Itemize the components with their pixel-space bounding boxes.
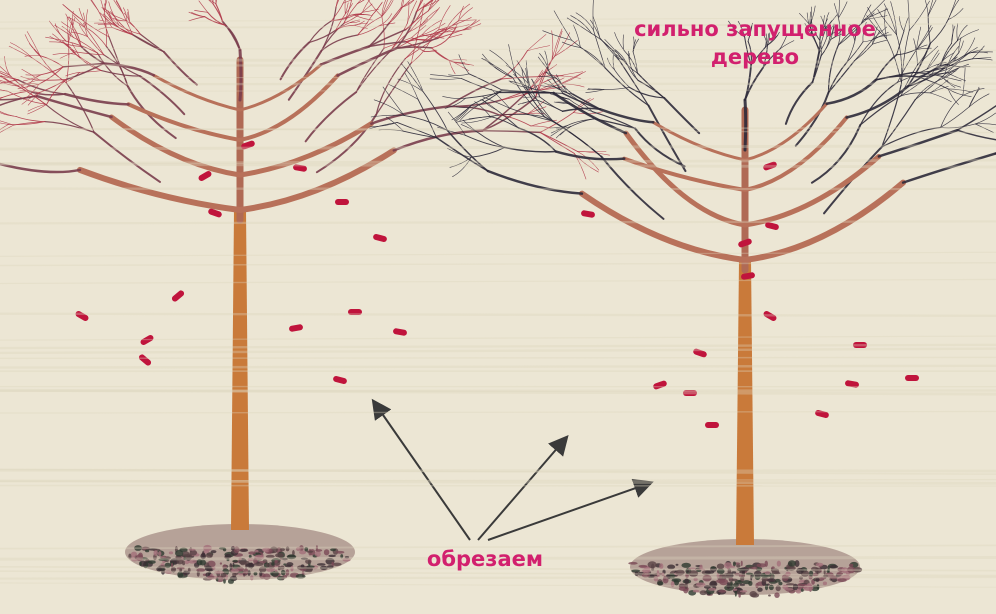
cut-mark-icon [652,380,667,390]
pruning-arrow-icon [488,483,650,540]
cut-mark-icon [581,210,596,218]
cut-mark-icon [393,328,408,336]
cut-mark-icon [197,170,212,182]
cut-mark-icon [905,375,919,381]
scaffold-branch [624,159,745,190]
tree-trunk [736,260,754,545]
pruning-arrow-icon [478,438,566,540]
cut-label: обрезаем [405,546,565,573]
scaffold-branch [154,75,240,110]
cut-mark-icon [138,353,153,367]
cut-mark-icon [335,199,349,205]
scaffold-branch [240,150,394,210]
young-tree-icon [0,0,610,584]
cut-mark-icon [171,289,186,303]
cut-mark-icon [705,422,719,428]
cut-mark-icon [74,310,89,322]
cut-mark-icon [814,409,829,418]
scaffold-branch [80,170,240,210]
cut-mark-icon [372,233,387,242]
cut-mark-icon [289,324,304,332]
scaffold-branch [111,117,240,175]
cut-mark-icon [332,375,347,384]
scaffold-branch [129,104,240,140]
scaffold-branch [582,194,745,260]
diagram-title-line-2: дерево [605,44,905,71]
diagram-title-line-1: сильно запущенное [605,16,905,43]
